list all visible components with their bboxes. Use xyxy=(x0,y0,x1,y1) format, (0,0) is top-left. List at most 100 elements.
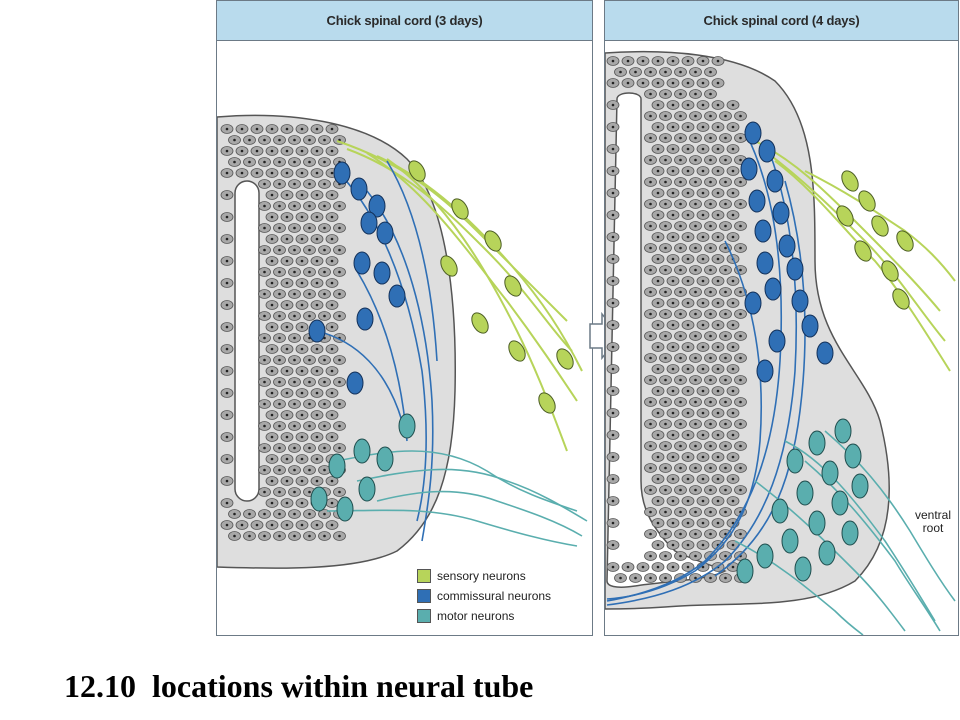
cell-nucleus xyxy=(701,279,705,283)
cell-nucleus xyxy=(293,226,296,230)
cell-nucleus xyxy=(338,380,341,384)
cell-nucleus xyxy=(694,92,697,96)
cell-nucleus xyxy=(709,158,712,162)
cell-nucleus xyxy=(671,345,675,349)
cell-nucleus xyxy=(656,345,660,349)
cell-nucleus xyxy=(731,389,735,393)
cell-nucleus xyxy=(315,303,319,307)
cell-nucleus xyxy=(338,204,341,208)
cell-nucleus xyxy=(686,59,690,63)
cell-nucleus xyxy=(656,543,660,547)
cell-nucleus xyxy=(709,114,712,118)
cell-nucleus xyxy=(694,444,697,448)
cell-nucleus xyxy=(285,193,289,197)
cell-nucleus xyxy=(315,259,319,263)
cell-nucleus xyxy=(270,171,274,175)
cell-nucleus xyxy=(679,92,682,96)
cell-nucleus xyxy=(739,400,742,404)
cell-nucleus xyxy=(664,312,667,316)
cell-nucleus xyxy=(308,314,311,318)
cell-nucleus xyxy=(679,510,682,514)
cell-nucleus xyxy=(323,534,326,538)
cell-nucleus xyxy=(716,125,720,129)
cell-nucleus xyxy=(649,356,652,360)
cell-nucleus xyxy=(686,477,690,481)
cell-nucleus xyxy=(709,334,712,338)
cell-nucleus xyxy=(308,402,311,406)
cell-nucleus xyxy=(611,433,615,437)
cell-nucleus xyxy=(724,488,727,492)
cell-nucleus xyxy=(611,521,615,525)
cell-nucleus xyxy=(270,259,274,263)
cell-nucleus xyxy=(671,455,675,459)
cell-nucleus xyxy=(701,477,705,481)
cell-nucleus xyxy=(716,213,720,217)
cell-nucleus xyxy=(263,226,266,230)
cell-nucleus xyxy=(701,213,705,217)
cell-nucleus xyxy=(656,433,660,437)
cell-nucleus xyxy=(293,292,296,296)
cell-nucleus xyxy=(664,554,667,558)
cell-nucleus xyxy=(285,457,289,461)
cell-nucleus xyxy=(709,444,712,448)
cell-nucleus xyxy=(315,237,319,241)
cell-nucleus xyxy=(278,358,281,362)
cell-nucleus xyxy=(686,279,690,283)
cell-nucleus xyxy=(664,400,667,404)
cell-nucleus xyxy=(694,136,697,140)
cell-nucleus xyxy=(300,303,304,307)
cell-nucleus xyxy=(611,477,615,481)
legend-swatch-sensory xyxy=(417,569,431,583)
cell-nucleus xyxy=(293,380,296,384)
cell-nucleus xyxy=(248,512,251,516)
cell-nucleus xyxy=(671,499,675,503)
cell-nucleus xyxy=(731,521,735,525)
cell-nucleus xyxy=(701,125,705,129)
cell-nucleus xyxy=(278,204,281,208)
cell-nucleus xyxy=(694,312,697,316)
cell-nucleus xyxy=(724,356,727,360)
cell-nucleus xyxy=(293,182,296,186)
cell-nucleus xyxy=(248,138,251,142)
cell-nucleus xyxy=(285,479,289,483)
cell-nucleus xyxy=(634,70,637,74)
cell-nucleus xyxy=(701,169,705,173)
cell-nucleus xyxy=(338,270,341,274)
cell-nucleus xyxy=(656,411,660,415)
cell-nucleus xyxy=(263,248,266,252)
legend-swatch-commissural xyxy=(417,589,431,603)
cell-nucleus xyxy=(338,490,341,494)
cell-nucleus xyxy=(225,215,229,219)
motor-neurons xyxy=(736,418,869,584)
cell-nucleus xyxy=(330,413,334,417)
cell-nucleus xyxy=(679,334,682,338)
cell-nucleus xyxy=(709,70,712,74)
cell-nucleus xyxy=(278,248,281,252)
cell-nucleus xyxy=(270,237,274,241)
cell-nucleus xyxy=(664,114,667,118)
cell-nucleus xyxy=(731,455,735,459)
cell-nucleus xyxy=(694,158,697,162)
cell-nucleus xyxy=(338,402,341,406)
cell-nucleus xyxy=(323,204,326,208)
cell-nucleus xyxy=(664,466,667,470)
cell-nucleus xyxy=(716,235,720,239)
cell-nucleus xyxy=(656,301,660,305)
cell-nucleus xyxy=(225,435,229,439)
commissural-neurons xyxy=(308,161,406,395)
cell-nucleus xyxy=(739,268,742,272)
cell-nucleus xyxy=(323,226,326,230)
cell-nucleus xyxy=(724,466,727,470)
cell-nucleus xyxy=(248,160,251,164)
cell-nucleus xyxy=(649,92,652,96)
cell-nucleus xyxy=(649,532,652,536)
cell-nucleus xyxy=(686,257,690,261)
cell-nucleus xyxy=(278,226,281,230)
cell-nucleus xyxy=(611,543,615,547)
spinal-cord-4-days-diagram xyxy=(605,50,956,635)
panel-4-days: Chick spinal cord (4 days) xyxy=(604,0,959,636)
cell-nucleus xyxy=(716,59,720,63)
cell-nucleus xyxy=(233,512,236,516)
cell-nucleus xyxy=(694,202,697,206)
cell-nucleus xyxy=(293,270,296,274)
